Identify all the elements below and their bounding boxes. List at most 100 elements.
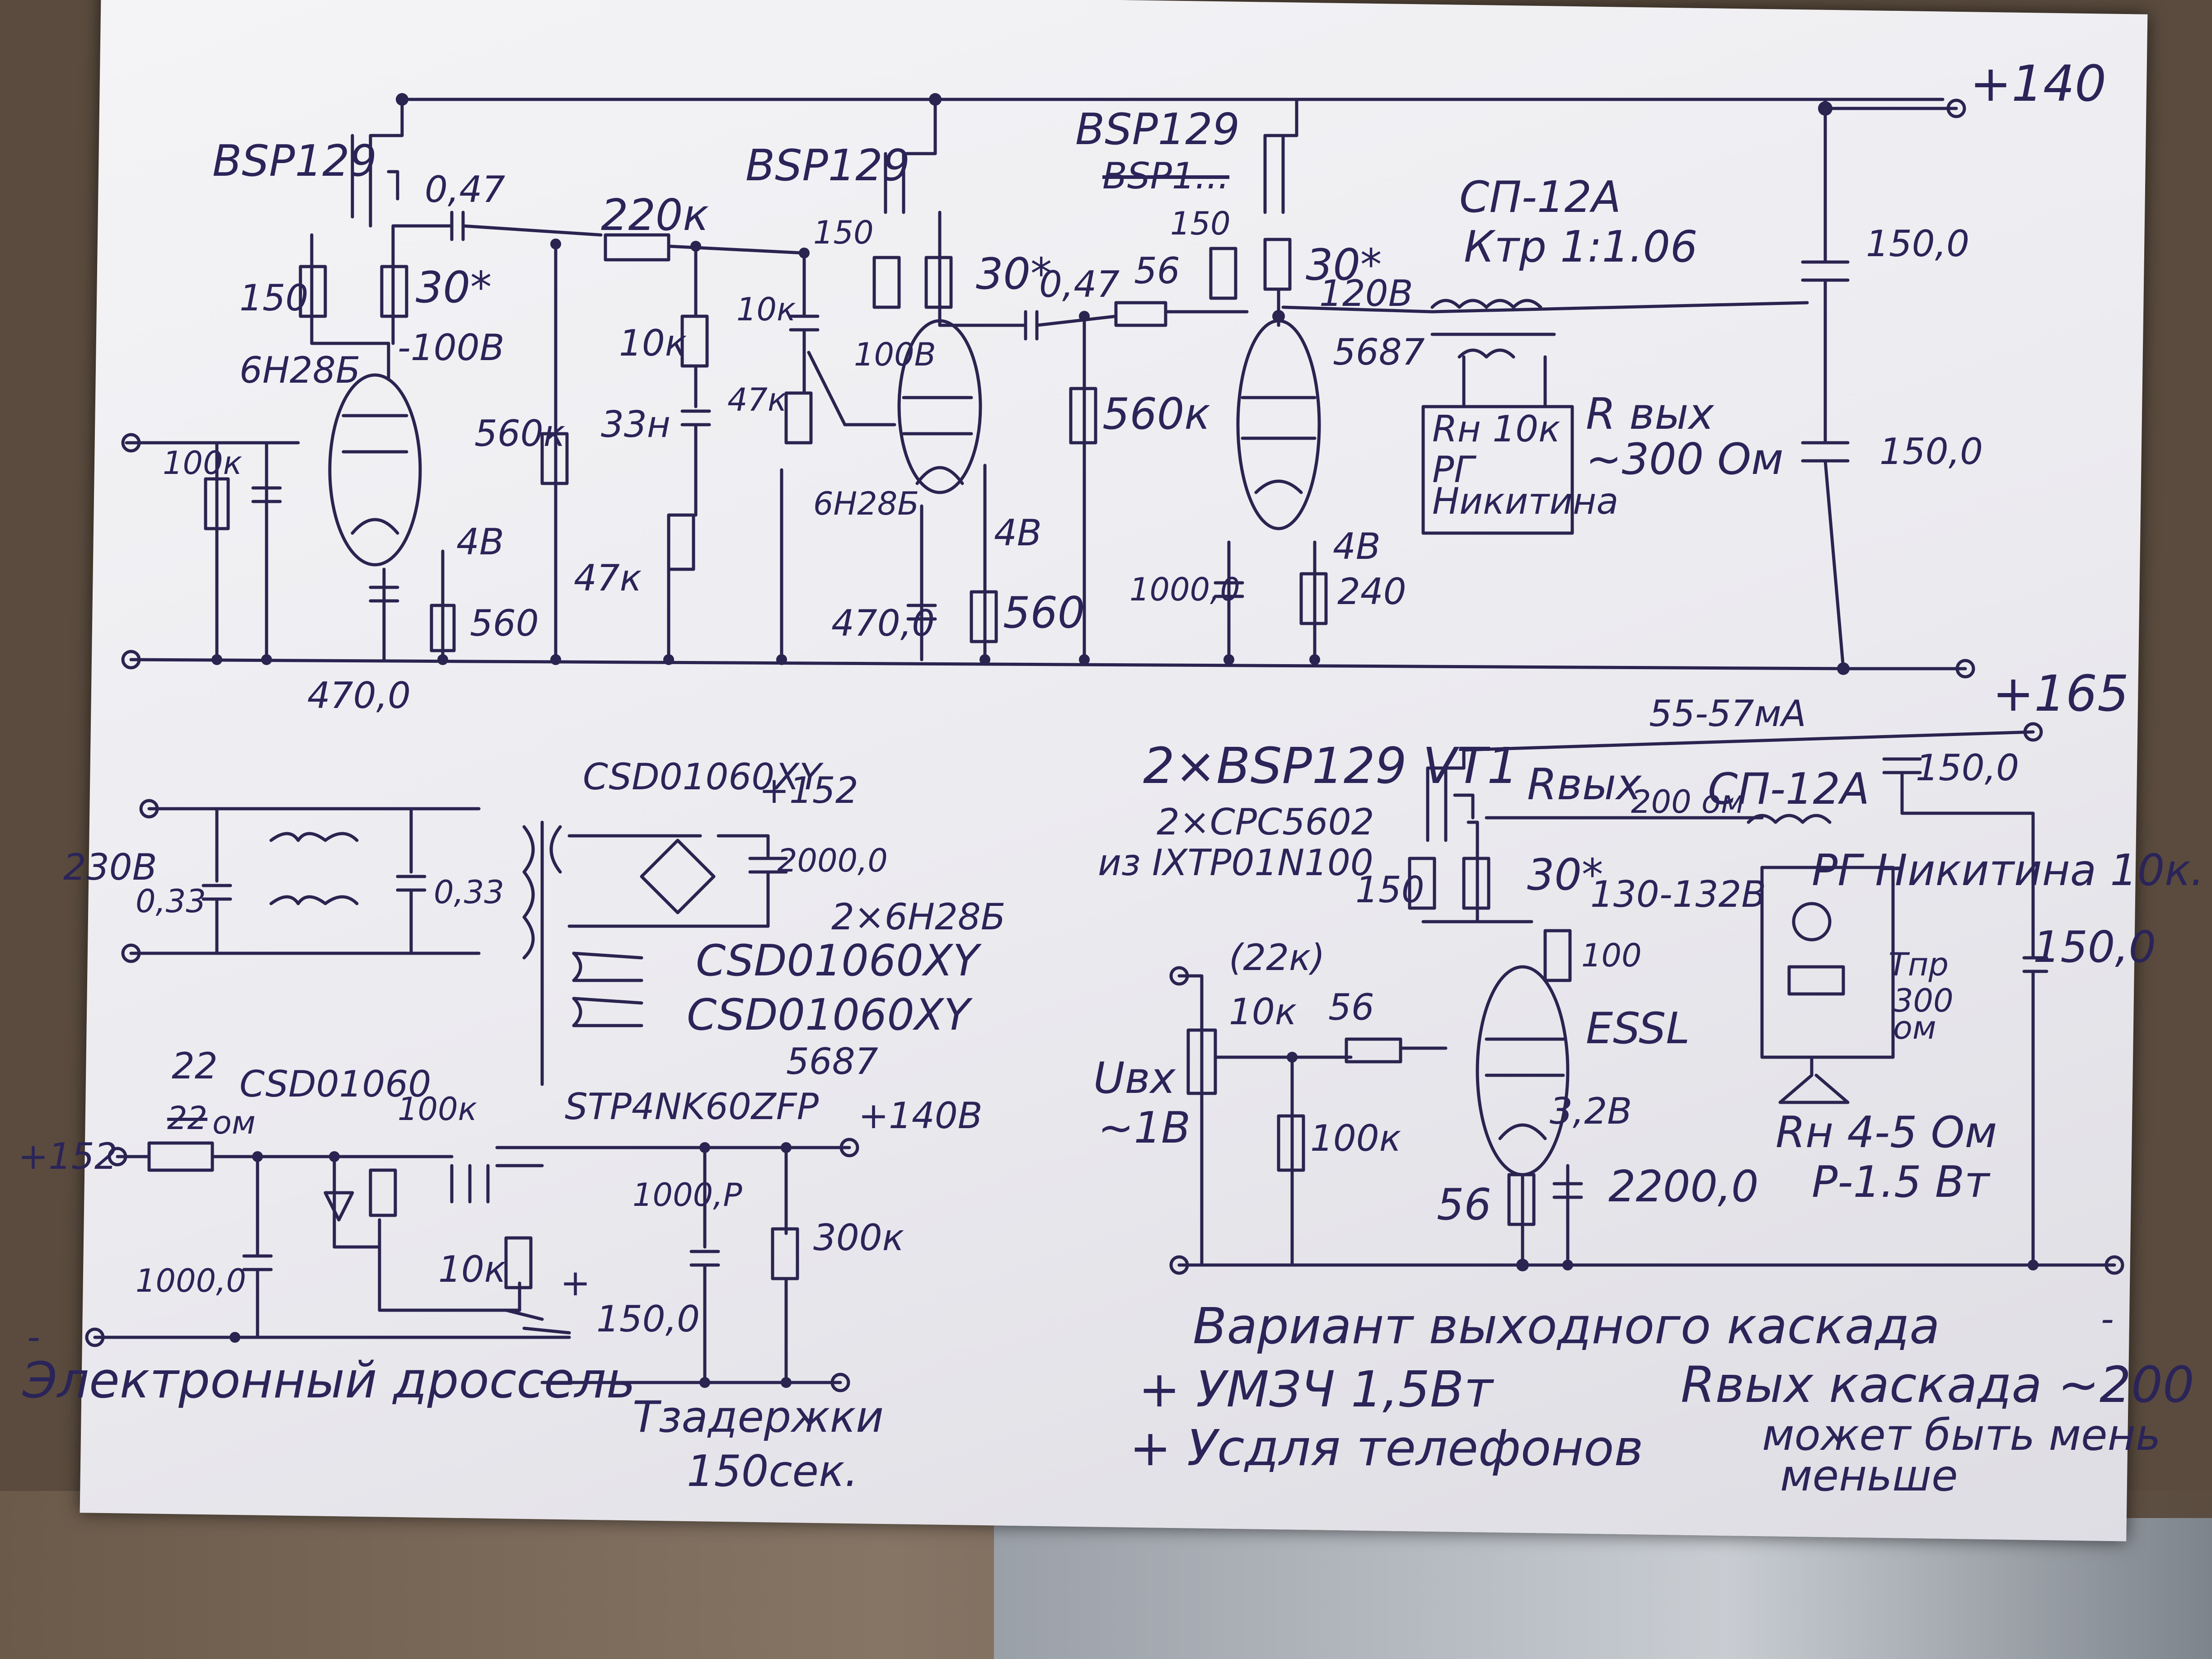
label-c150-out: 150,0	[1916, 747, 2020, 789]
label-csd01060: CSD01060	[239, 1063, 431, 1105]
label-c470-1: 470,0	[307, 675, 411, 717]
label-c1000p: 1000,Р	[633, 1176, 742, 1214]
label-r300k: 300к	[813, 1217, 904, 1259]
desk-surface-right	[994, 1518, 2212, 1659]
label-variant: Вариант выходного каскада	[1193, 1297, 1940, 1355]
label-essl: ESSL	[1586, 1004, 1690, 1054]
label-stp: STP4NK60ZFP	[565, 1086, 819, 1128]
label-bsp129-2: BSP129	[745, 141, 910, 191]
label-rg: РГ	[1432, 449, 1474, 491]
label-c033-2: 0,33	[434, 874, 504, 911]
label-phones: + Усдля телефонов	[1129, 1419, 1644, 1477]
label-cp12a-out: СП-12А	[1708, 764, 1870, 814]
label-c033-1: 0,33	[136, 883, 206, 920]
label-plus-165: +165	[1992, 665, 2129, 722]
label-minus-2: -	[2101, 1298, 2114, 1340]
label-r220k: 220к	[601, 191, 709, 240]
label-tube-5687-2: 5687	[786, 1040, 878, 1083]
label-r56-k: 56	[1437, 1180, 1491, 1230]
label-c1000-2: 1000,0	[136, 1262, 246, 1299]
label-r150-out: 150	[1355, 869, 1425, 911]
label-cp12a-top: СП-12А	[1459, 173, 1621, 222]
label-v100-2: 100В	[854, 336, 936, 373]
label-r150-3: 150	[1170, 205, 1231, 242]
label-sec150: 150сек.	[687, 1447, 858, 1496]
label-c150-psu: 150,0	[596, 1298, 700, 1340]
label-c150-out2: 150,0	[2033, 923, 2156, 972]
label-r560k-1: 560к	[474, 412, 566, 455]
label-csd-3: CSD01060XY	[687, 990, 970, 1040]
label-cpc: 2×CPC5602	[1157, 801, 1374, 843]
label-r100k-1: 100к	[163, 445, 242, 482]
label-r240: 240	[1337, 571, 1406, 613]
label-om: ом	[212, 1104, 256, 1141]
label-rg-nikitina: РГ Никитина 10к.	[1812, 846, 2204, 895]
label-r30-2: 30*	[976, 249, 1052, 299]
label-bsp129-1: BSP129	[212, 136, 377, 186]
label-tpr-om: ом	[1893, 1009, 1936, 1046]
label-plus152-b: +152	[18, 1135, 117, 1177]
label-tube-6n28b-1: 6Н28Б	[239, 349, 361, 391]
label-plus-1: +	[560, 1262, 591, 1304]
label-rvyh-note2: может быть мень	[1762, 1411, 2161, 1460]
label-c2000: 2000,0	[777, 842, 888, 879]
label-nikitina-1: Никитина	[1432, 480, 1619, 522]
label-r100k-2: 100к	[398, 1091, 477, 1128]
label-rvyh-note: Rвых каскада ~200 Ом	[1681, 1356, 2212, 1414]
label-bsp-out: 2×BSP129 VT1	[1143, 737, 1519, 795]
label-r22-struck: 22	[167, 1100, 208, 1137]
label-plus-140: +140	[1970, 55, 2107, 112]
label-r560-1: 560	[470, 602, 539, 644]
label-v230: 230В	[63, 846, 157, 888]
label-v120: 120В	[1319, 272, 1413, 314]
label-r56-1: 56	[1134, 250, 1180, 292]
label-r47k-2: 47к	[727, 381, 787, 418]
label-c150-top2: 150,0	[1879, 431, 1983, 473]
label-om200: 200 ом	[1631, 783, 1745, 820]
label-c1000-1: 1000,0	[1129, 571, 1240, 608]
label-csd-top: CSD01060XY	[583, 756, 821, 798]
label-tube-6n28b-2: 6Н28Б	[813, 485, 919, 522]
label-uvh-val: ~1В	[1098, 1103, 1191, 1153]
label-rvyh: R вых	[1586, 389, 1714, 439]
label-bsp129-3: BSP129	[1075, 105, 1240, 155]
label-r100-out: 100	[1581, 937, 1642, 974]
label-c470-2: 470,0	[831, 602, 935, 644]
label-bsp129-struck: BSP1...	[1102, 155, 1230, 197]
label-r150-1: 150	[239, 277, 309, 319]
label-r22k: (22к)	[1229, 937, 1325, 979]
label-r100k-out: 100к	[1310, 1117, 1401, 1159]
label-v4-1: 4В	[456, 521, 504, 563]
label-plus140v: +140В	[858, 1095, 983, 1137]
label-current: 55-57мА	[1649, 693, 1806, 735]
label-minus-1: -	[27, 1316, 40, 1358]
label-tpr-300: 300	[1893, 982, 1954, 1019]
label-tdelay: Тзадержки	[633, 1392, 884, 1442]
label-r10k-3: 10к	[438, 1248, 506, 1290]
label-v4-3: 4В	[1333, 525, 1381, 567]
label-r30-1: 30*	[416, 263, 492, 313]
label-c047-2: 0,47	[1039, 263, 1120, 305]
label-r30-3: 30*	[1306, 240, 1382, 290]
label-p15: Р-1.5 Вт	[1812, 1158, 1990, 1207]
label-v130: 130-132В	[1590, 873, 1767, 915]
label-rvyh2: Rвых	[1527, 760, 1642, 810]
label-v100-1: -100В	[398, 327, 505, 369]
label-r10k-1: 10к	[619, 322, 687, 364]
label-r10k-2: 10к	[736, 291, 796, 328]
label-c150-top1: 150,0	[1866, 223, 1970, 265]
label-umz: + УМЗЧ 1,5Вт	[1139, 1360, 1493, 1418]
label-tube-5687-1: 5687	[1333, 331, 1425, 373]
label-r10k-out: 10к	[1229, 991, 1297, 1033]
label-v4-2: 4В	[994, 512, 1042, 554]
label-c2200: 2200,0	[1608, 1162, 1759, 1212]
label-r560-2: 560	[1003, 588, 1085, 638]
label-rvyh-val: ~300 Ом	[1586, 435, 1784, 484]
label-csd-2: CSD01060XY	[696, 936, 979, 986]
label-uvh: Uвх	[1093, 1054, 1176, 1103]
label-ktr: Ктр 1:1.06	[1464, 222, 1698, 272]
label-rn10k: Rн 10к	[1432, 408, 1561, 450]
label-plus152-a: +152	[759, 769, 858, 811]
label-2x6n28b: 2×6Н28Б	[831, 896, 1006, 938]
